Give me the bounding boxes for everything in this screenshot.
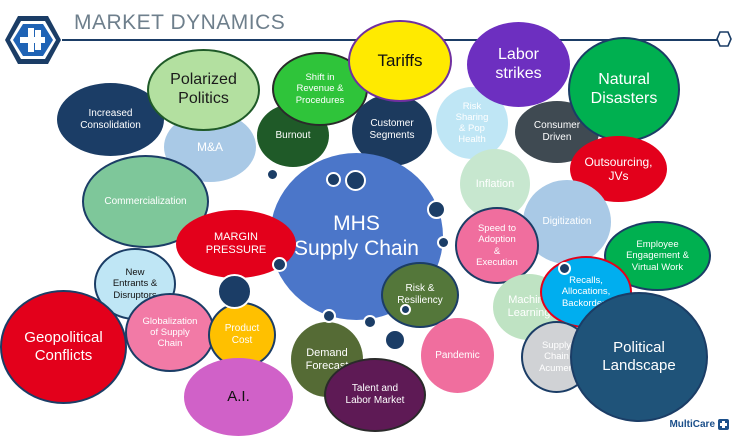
decorative-dot [363, 315, 377, 329]
bubble-political-landscape: Political Landscape [570, 292, 708, 422]
bubble-risk-resiliency: Risk & Resiliency [381, 262, 459, 328]
bubble-risk-sharing: Risk Sharing & Pop Health [436, 87, 508, 159]
bubble-natural-disasters: Natural Disasters [568, 37, 680, 142]
decorative-dot [400, 304, 411, 315]
bubble-pandemic: Pandemic [421, 318, 494, 393]
decorative-dot [272, 257, 287, 272]
footer-brand-label: MultiCare [669, 419, 715, 430]
decorative-dot [217, 274, 252, 309]
decorative-dot [437, 236, 450, 249]
bubble-labor-strikes: Labor strikes [467, 22, 570, 107]
decorative-dot [322, 309, 336, 323]
bubble-ai: A.I. [184, 358, 293, 436]
bubble-increased-consolidation: Increased Consolidation [57, 83, 164, 156]
bubble-talent-labor: Talent and Labor Market [324, 358, 426, 432]
bubble-globalization: Globalization of Supply Chain [125, 293, 215, 372]
hexagon-icon [716, 31, 732, 47]
bubble-polarized-politics: Polarized Politics [147, 49, 260, 131]
decorative-dot [345, 170, 366, 191]
footer-brand: MultiCare [669, 419, 729, 430]
bubble-geopolitical-conflicts: Geopolitical Conflicts [0, 290, 127, 404]
bubble-speed-to-adoption: Speed to Adoption & Execution [455, 207, 539, 284]
decorative-dot [384, 329, 406, 351]
decorative-dot [326, 172, 341, 187]
page-title: MARKET DYNAMICS [74, 11, 286, 34]
decorative-dot [558, 262, 571, 275]
decorative-dot [427, 200, 446, 219]
decorative-dot [266, 168, 279, 181]
bubble-inflation: Inflation [460, 149, 530, 219]
bubble-tariffs: Tariffs [348, 20, 452, 102]
multicare-plus-icon [718, 419, 729, 430]
multicare-logo-icon [5, 16, 61, 64]
